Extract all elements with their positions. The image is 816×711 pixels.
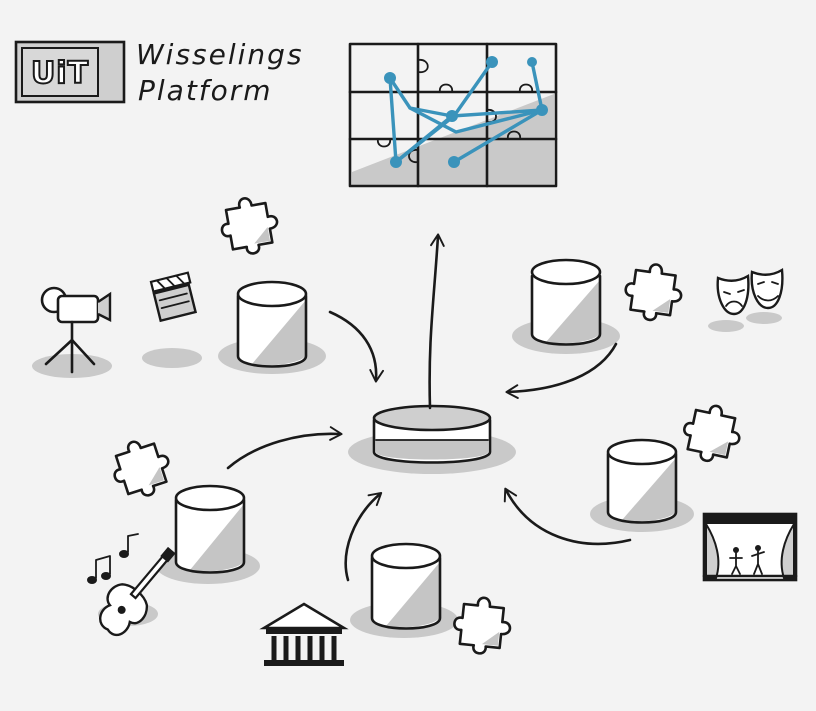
- video-camera-icon: [32, 286, 112, 378]
- central-platform-icon: [348, 404, 516, 474]
- puzzle-piece-icon-3: [105, 431, 178, 505]
- puzzle-piece-icon-4: [677, 399, 747, 468]
- database-cylinder-bottom: [350, 542, 458, 638]
- arrow-from-topleft: [328, 310, 384, 383]
- puzzle-piece-icon-2: [620, 259, 687, 326]
- logo-title-line2: Platform: [138, 74, 273, 107]
- database-cylinder-topright: [512, 258, 620, 354]
- arrow-up: [428, 233, 445, 410]
- logo: UiT Wisselings Platform: [14, 38, 304, 107]
- database-cylinder-right: [590, 438, 694, 532]
- arrow-from-right: [503, 487, 632, 546]
- puzzle-piece-icon-1: [215, 192, 284, 260]
- clapperboard-icon: [142, 271, 202, 368]
- logo-title-line1: Wisselings: [136, 38, 304, 71]
- museum-icon: [259, 602, 349, 666]
- guitar-icon: [98, 546, 176, 637]
- theater-masks-icon: [708, 267, 784, 332]
- puzzle-piece-icon-5: [450, 593, 515, 658]
- uit-logo-icon: UiT: [14, 40, 126, 104]
- database-cylinder-left: [156, 484, 260, 584]
- theater-stage-icon: [702, 512, 798, 582]
- arrow-from-bottom: [344, 492, 383, 582]
- arrow-from-left: [226, 426, 343, 470]
- music-notes-icon: [87, 533, 139, 584]
- puzzle-grid-icon: [348, 42, 558, 188]
- logo-badge-text: UiT: [31, 56, 89, 91]
- database-cylinder-topleft: [218, 280, 326, 374]
- arrow-from-topright: [505, 342, 618, 399]
- network-lines: [384, 56, 548, 168]
